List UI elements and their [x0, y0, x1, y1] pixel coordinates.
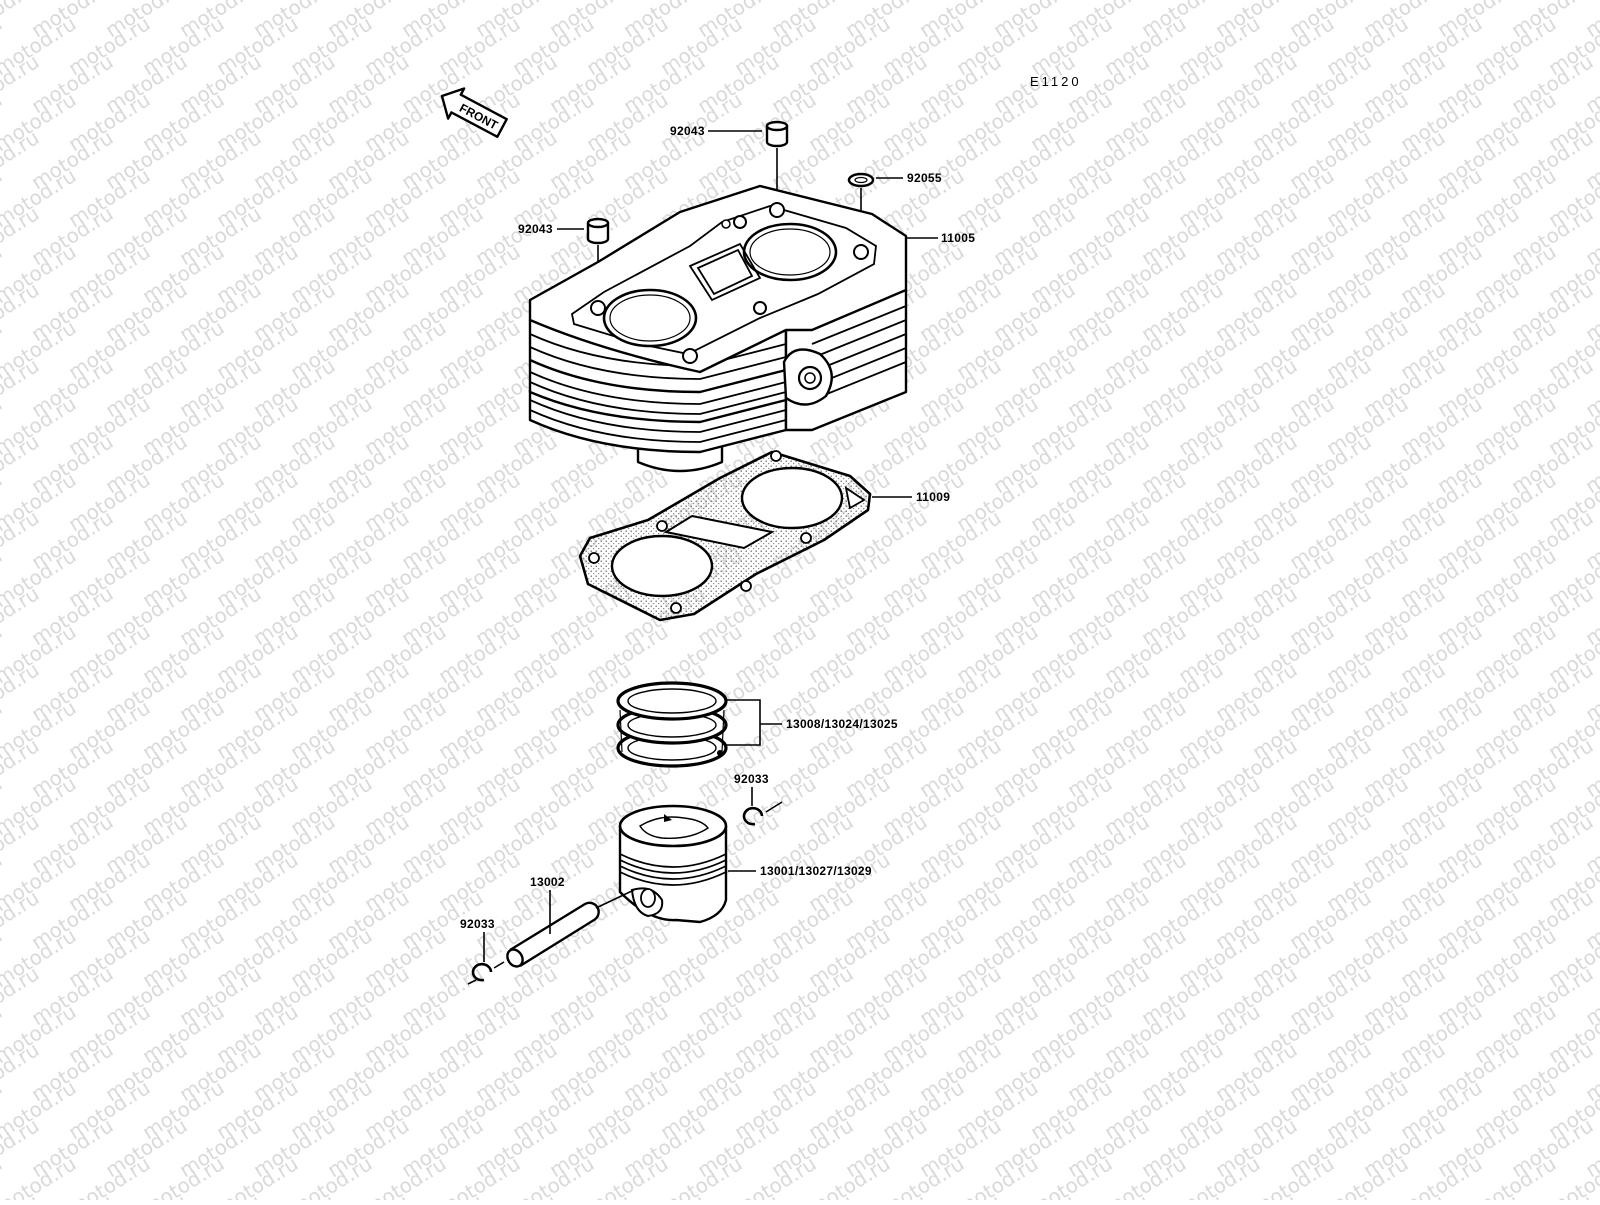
dowel-pin-top [765, 120, 789, 148]
piston-ring-set [616, 681, 728, 768]
label-gasket: 11009 [916, 490, 950, 504]
oring [847, 172, 875, 188]
dowel-pin-left [586, 217, 610, 245]
label-pin: 13002 [530, 875, 565, 889]
piston [618, 804, 728, 924]
label-clip-left: 92033 [460, 917, 495, 931]
label-rings: 13008/13024/13025 [786, 717, 898, 731]
label-clip-right: 92033 [734, 772, 769, 786]
label-piston: 13001/13027/13029 [760, 864, 872, 878]
label-oring: 92055 [907, 171, 942, 185]
label-dowel-top: 92043 [670, 124, 705, 138]
label-cylinder: 11005 [941, 231, 975, 245]
label-dowel-left: 92043 [518, 222, 553, 236]
diagram-code: E1120 [1030, 74, 1082, 89]
